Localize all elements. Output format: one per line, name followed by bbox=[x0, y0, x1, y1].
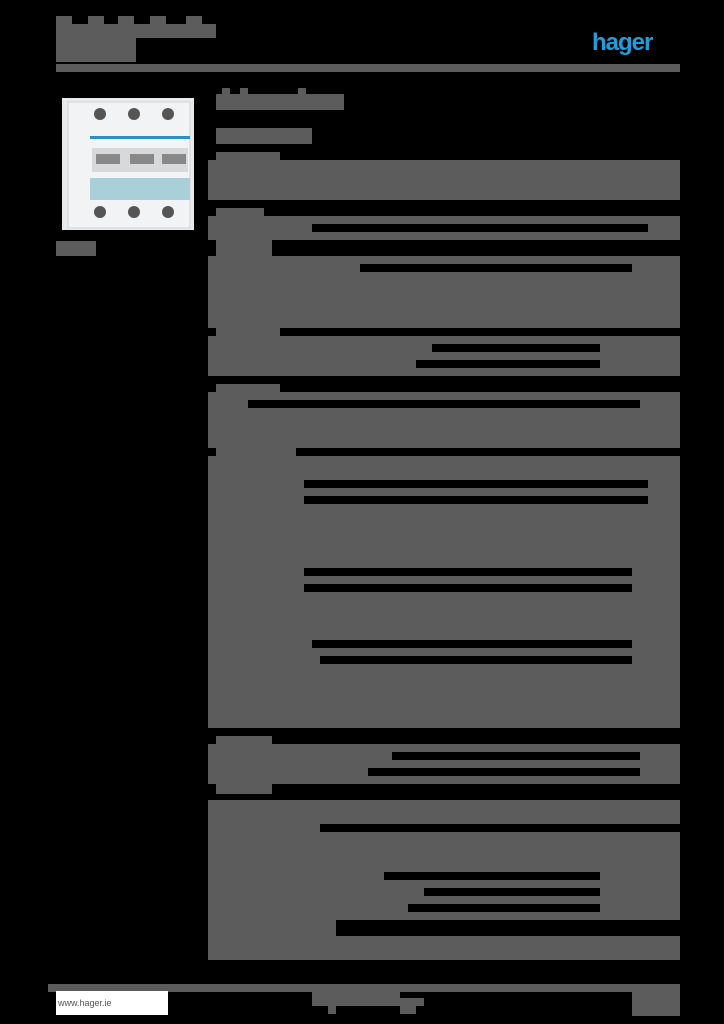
section-heading bbox=[216, 240, 272, 256]
section-description bbox=[208, 160, 680, 200]
section-heading bbox=[216, 448, 296, 458]
section-heading bbox=[216, 736, 272, 746]
footer-center-block bbox=[400, 1006, 416, 1014]
section-table bbox=[208, 744, 680, 784]
footer-center-block bbox=[400, 998, 424, 1006]
section-heading bbox=[216, 384, 280, 394]
section-heading bbox=[216, 208, 264, 218]
section-heading bbox=[216, 328, 280, 338]
section-heading bbox=[216, 152, 280, 162]
product-image bbox=[62, 98, 194, 230]
section-table bbox=[208, 336, 680, 376]
footer-website-link[interactable]: www.hager.ie bbox=[56, 991, 168, 1015]
footer-page-info bbox=[632, 992, 680, 1016]
footer-center-block bbox=[312, 992, 400, 1006]
hager-logo: hager bbox=[592, 29, 653, 56]
product-caption bbox=[56, 241, 96, 256]
footer-center-block bbox=[328, 1006, 336, 1014]
header-rule bbox=[56, 64, 680, 72]
product-reference bbox=[216, 128, 312, 144]
footer-rule bbox=[48, 984, 680, 992]
section-heading bbox=[216, 784, 272, 794]
